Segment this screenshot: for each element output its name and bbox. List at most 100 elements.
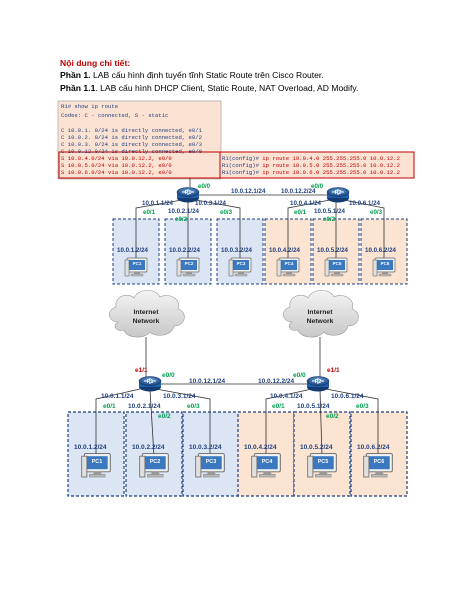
- connected-route-2: C 10.0.2. 0/24 is directly connected, e0…: [61, 134, 202, 141]
- pc5-b-name: PC5: [318, 459, 329, 465]
- gw-ip-pc4: 10.0.4.1/24: [290, 200, 322, 207]
- internet-cloud-right: Internet Network: [283, 290, 359, 338]
- connected-route-3: C 10.0.3. 0/24 is directly connected, e0…: [61, 141, 202, 148]
- r1-e0-port-bottom: e0/0: [162, 372, 175, 379]
- router-r1-bottom-label: R1: [147, 379, 154, 385]
- config-line-1: R1(config)# ip route 10.0.4.0 255.255.25…: [222, 155, 400, 162]
- connected-route-1: C 10.0.1. 0/24 is directly connected, e0…: [61, 127, 203, 134]
- r1-b-port-e02: e0/2: [158, 413, 171, 420]
- pc3-b-ip: 10.0.3.2/24: [189, 444, 222, 451]
- part11-heading: Phần 1.1. LAB cấu hình DHCP Client, Stat…: [60, 83, 358, 93]
- pc2-name: PC2: [185, 261, 194, 266]
- gw-b-ip-pc3: 10.0.3.1/24: [163, 393, 196, 400]
- cloud-left-line1: Internet: [134, 309, 160, 316]
- r2-pc5-link-bottom: [319, 389, 323, 457]
- r2-b-port-e01: e0/1: [272, 403, 285, 410]
- cloud-right-line1: Internet: [308, 309, 334, 316]
- r2-e0-port: e0/0: [311, 183, 324, 190]
- pc3-b-name: PC3: [206, 459, 217, 465]
- pc2-ip: 10.0.2.2/24: [169, 247, 201, 254]
- gw-b-ip-pc6: 10.0.6.1/24: [331, 393, 364, 400]
- r1-pc3-link-bottom: [155, 388, 211, 456]
- gw-ip-pc2: 10.0.2.1/24: [168, 208, 200, 215]
- router-r2-label: R2: [335, 190, 342, 196]
- pc5-ip: 10.0.5.2/24: [317, 247, 349, 254]
- r1-b-port-e03: e0/3: [187, 403, 200, 410]
- pc4-b-ip: 10.0.4.2/24: [244, 444, 277, 451]
- bottom-topology: R1 R2 e1/1 e1/1 e0/0 e0/0 10.0.12.1/24 1…: [67, 337, 408, 497]
- gw-ip-pc5: 10.0.5.1/24: [314, 208, 346, 215]
- r2-b-port-e02: e0/2: [326, 413, 339, 420]
- r2-port-e03: e0/3: [370, 209, 383, 216]
- static-route-1: S 10.0.4.0/24 via 10.0.12.2, e0/0: [61, 155, 172, 162]
- internet-cloud-left: Internet Network: [109, 290, 185, 338]
- pc4-ip: 10.0.4.2/24: [269, 247, 301, 254]
- routing-table-box: R1# show ip route Codes: C - connected, …: [57, 100, 222, 180]
- cloud-shape-left: [109, 290, 185, 338]
- pc1-name: PC1: [133, 261, 142, 266]
- part1-label: Phần 1.: [60, 70, 91, 80]
- r1-pc1-link-bottom: [95, 388, 141, 456]
- pc3-ip: 10.0.3.2/24: [221, 247, 253, 254]
- pc5-name: PC5: [333, 261, 342, 266]
- r2-pc6-link: [343, 199, 385, 258]
- connected-route-4: C 10.0.12.0/24 is directly connected, e0…: [61, 148, 203, 155]
- r2-wan-port: e1/1: [327, 367, 340, 374]
- r2-b-port-e03: e0/3: [356, 403, 369, 410]
- pc6-ip: 10.0.6.2/24: [365, 247, 397, 254]
- r1-e0-port: e0/0: [198, 183, 211, 190]
- config-line-3: R1(config)# ip route 10.0.6.0 255.255.25…: [222, 169, 400, 176]
- r1-port-e01: e0/1: [143, 209, 156, 216]
- link-ip-r1-bottom: 10.0.12.1/24: [189, 378, 226, 385]
- section-title: Nội dung chi tiết:: [60, 58, 131, 68]
- config-line-2: R1(config)# ip route 10.0.5.0 255.255.25…: [222, 162, 400, 169]
- part11-text: . LAB cấu hình DHCP Client, Static Route…: [95, 83, 359, 93]
- gw-b-ip-pc2: 10.0.2.1/24: [128, 403, 161, 410]
- pc1-b-name: PC1: [92, 459, 103, 465]
- pc6-b-ip: 10.0.6.2/24: [357, 444, 390, 451]
- show-ip-route-command: R1# show ip route: [61, 103, 118, 110]
- pc4-name: PC4: [285, 261, 294, 266]
- r2-pc6-link-bottom: [325, 388, 379, 456]
- route-codes: Codes: C - connected, S - static: [61, 112, 168, 119]
- pc6-b-name: PC6: [374, 459, 385, 465]
- part1-text: LAB cấu hình định tuyến tĩnh Static Rout…: [90, 70, 324, 80]
- gw-ip-pc1: 10.0.1.1/24: [142, 200, 174, 207]
- r1-pc3-link: [195, 199, 241, 258]
- r2-e0-port-bottom: e0/0: [293, 372, 306, 379]
- static-route-3: S 10.0.6.0/24 via 10.0.12.2, e0/0: [61, 169, 172, 176]
- static-route-config-box: R1(config)# ip route 10.0.4.0 255.255.25…: [219, 151, 415, 179]
- pc2-b-ip: 10.0.2.2/24: [132, 444, 165, 451]
- cloud-shape-right: [283, 290, 359, 338]
- bottom-links: [95, 337, 379, 457]
- r2-pc4-link: [287, 199, 331, 258]
- top-topology: R1 R2 10.0.12.1/24 10.0.12.2/24 e0/0 e0/…: [112, 178, 408, 285]
- r1-port-e02: e0/2: [175, 216, 188, 223]
- r1-pc2-link-bottom: [149, 389, 155, 457]
- link-ip-r2-bottom: 10.0.12.2/24: [258, 378, 295, 385]
- config-box-background: [219, 151, 415, 179]
- gw-b-ip-pc4: 10.0.4.1/24: [270, 393, 303, 400]
- pc5-b-ip: 10.0.5.2/24: [300, 444, 333, 451]
- r1-b-port-e01: e0/1: [103, 403, 116, 410]
- r1-port-e03: e0/3: [220, 209, 233, 216]
- pc6-name: PC6: [381, 261, 390, 266]
- router-r1-label: R1: [185, 190, 192, 196]
- r1-pc1-link: [135, 199, 183, 258]
- cloud-right-line2: Network: [307, 318, 334, 325]
- pc2-b-name: PC2: [150, 459, 161, 465]
- pc3-name: PC3: [237, 261, 246, 266]
- part1-heading: Phần 1. LAB cấu hình định tuyến tĩnh Sta…: [60, 70, 324, 80]
- pc4-b-name: PC4: [262, 459, 274, 465]
- gw-ip-pc3: 10.0.3.1/24: [195, 200, 227, 207]
- pc1-b-ip: 10.0.1.2/24: [74, 444, 107, 451]
- gw-b-ip-pc1: 10.0.1.1/24: [101, 393, 134, 400]
- part11-label: Phần 1.1: [60, 83, 96, 93]
- r2-port-e01: e0/1: [294, 209, 307, 216]
- r2-port-e02: e0/2: [323, 216, 336, 223]
- static-route-2: S 10.0.5.0/24 via 10.0.12.2, e0/0: [61, 162, 172, 169]
- link-ip-r1: 10.0.12.1/24: [231, 188, 266, 195]
- router-r2-bottom-label: R2: [315, 379, 322, 385]
- routing-table-background: [57, 100, 222, 180]
